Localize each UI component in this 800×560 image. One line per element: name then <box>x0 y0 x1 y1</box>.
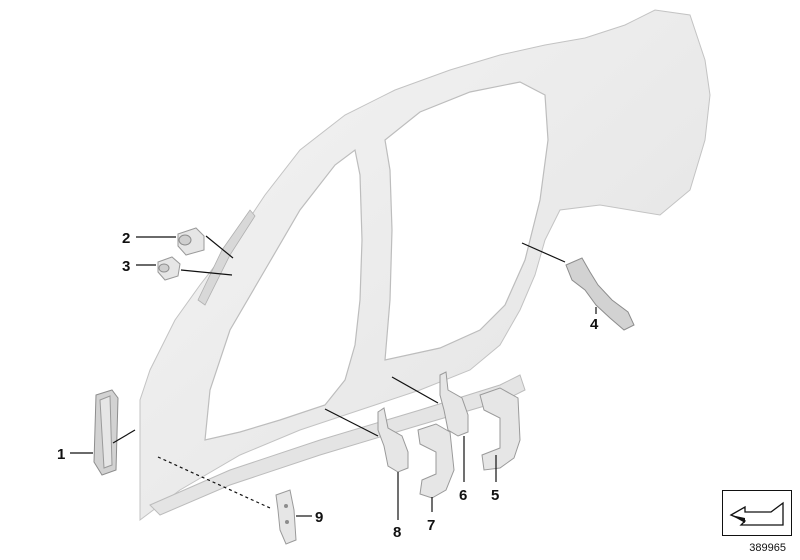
callout-5: 5 <box>491 487 499 504</box>
part-1-a-pillar-bracket <box>93 389 119 476</box>
part-4-wheel-arch-bracket <box>565 257 635 331</box>
body-side-frame <box>139 9 711 521</box>
callout-7: 7 <box>427 517 435 534</box>
part-6-sill-reinforcement <box>439 371 469 437</box>
sheet-navigation-box[interactable] <box>722 490 792 536</box>
leader-lines <box>70 235 597 520</box>
part-3-rubber-plug <box>157 256 181 281</box>
reference-number: 389965 <box>749 542 786 554</box>
part-8-sill-reinforcement <box>377 407 409 473</box>
callout-2: 2 <box>122 230 130 247</box>
part-2-rubber-plug <box>177 227 205 256</box>
part-7-sill-reinforcement <box>417 423 455 499</box>
part-9-bracket-plate <box>275 489 297 545</box>
callout-8: 8 <box>393 524 401 541</box>
callout-9: 9 <box>315 509 323 526</box>
sheet-navigation-arrow-icon <box>729 501 784 526</box>
callout-4: 4 <box>590 316 599 333</box>
callout-6: 6 <box>459 487 467 504</box>
part-5-sill-reinforcement <box>479 387 521 471</box>
callout-1: 1 <box>57 446 65 463</box>
callout-3: 3 <box>122 258 130 275</box>
